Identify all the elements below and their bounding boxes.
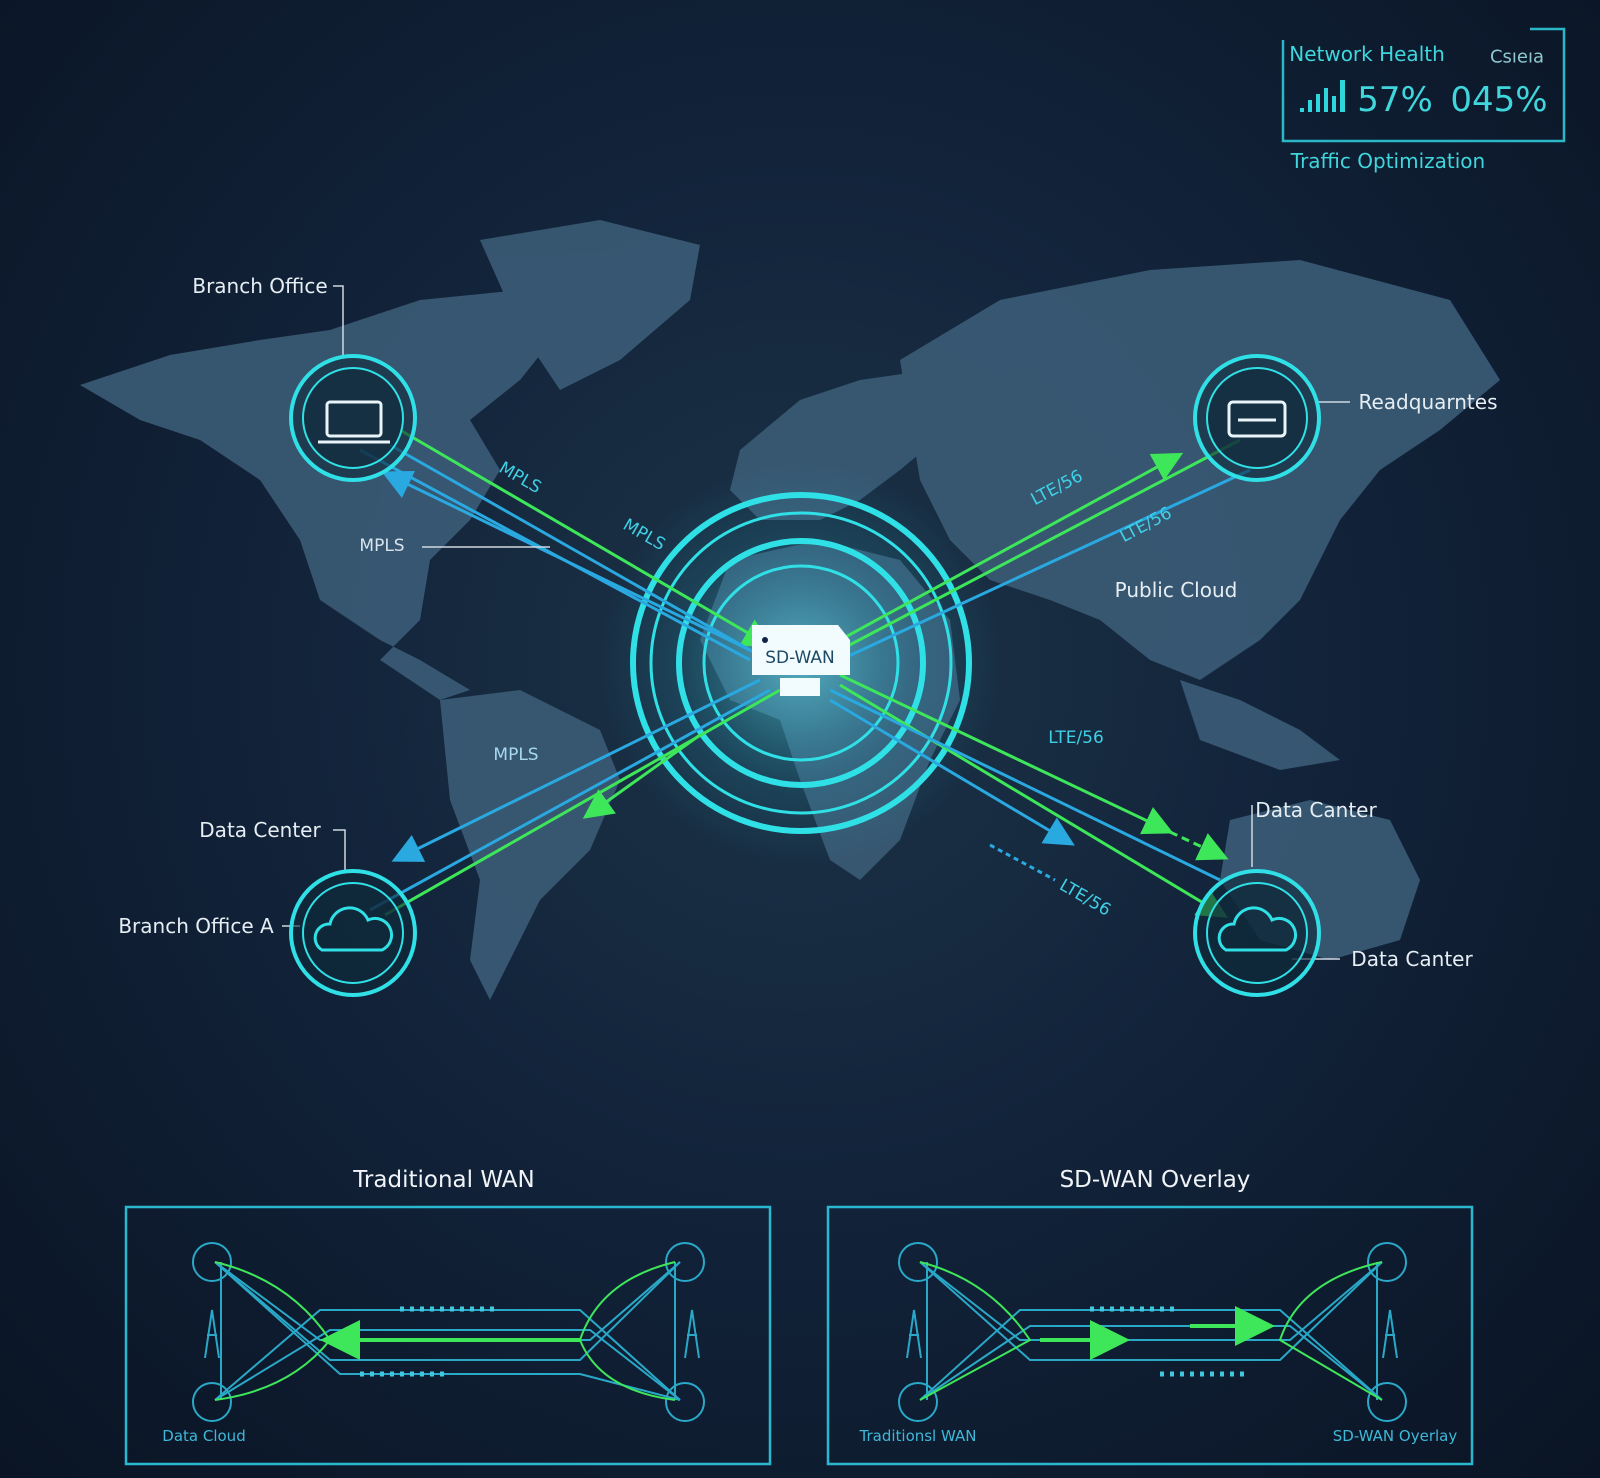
branch-office-a-label: Branch Office A xyxy=(118,914,274,938)
wan-links xyxy=(359,428,1251,918)
sd-wan-overlay-caption: SD-WAN Oyerlay xyxy=(1332,1427,1458,1445)
network-health-panel-frame xyxy=(1281,27,1566,143)
branch-office-node xyxy=(289,354,417,482)
traditional-wan-mini-diagram xyxy=(192,1242,705,1422)
south-america xyxy=(440,690,620,1000)
sd-wan-device-icon xyxy=(752,625,850,696)
sd-wan-overlay-mini-diagram xyxy=(898,1242,1407,1422)
data-center-node xyxy=(1193,869,1321,997)
network-health-label: Network Health xyxy=(1289,42,1445,66)
data-center-bottom-label: Data Canter xyxy=(1351,947,1473,971)
hub-label: SD-WAN xyxy=(765,648,835,668)
mpls-link-label: MPLS xyxy=(359,536,405,556)
sd-wan-overlay-title: SD-WAN Overlay xyxy=(1059,1167,1251,1193)
network-health-value: 57% xyxy=(1357,80,1433,120)
data-center-top-label: Data Canter xyxy=(1255,798,1377,822)
north-america xyxy=(80,290,560,700)
headquarters-label: Readquarntes xyxy=(1358,390,1498,414)
laptop-icon xyxy=(318,400,390,444)
traffic-optimization-label: Traffic Optimization xyxy=(1290,149,1486,173)
traditional-wan-title: Traditional WAN xyxy=(353,1167,535,1193)
signal-bars-icon xyxy=(1300,80,1345,112)
branch-office-label: Branch Office xyxy=(192,274,328,298)
cloud-icon xyxy=(313,906,394,952)
asia xyxy=(900,260,1500,680)
secondary-metric-value: 045% xyxy=(1450,80,1548,120)
traditional-wan-caption: Traditionsl WAN xyxy=(859,1427,977,1445)
greenland xyxy=(480,220,700,390)
sd-wan-overlay-box xyxy=(826,1205,1474,1466)
data-center-label: Data Center xyxy=(199,818,321,842)
cloud-icon xyxy=(1217,906,1298,952)
public-cloud-label: Public Cloud xyxy=(1114,578,1238,602)
mpls-link-label: MPLS xyxy=(493,745,539,765)
hub-rings xyxy=(630,492,972,834)
southeast-asia xyxy=(1180,680,1340,770)
headquarters-node xyxy=(1193,354,1321,482)
lte-link-label: LTE/56 xyxy=(1048,728,1104,748)
secondary-metric-label: Csıeıa xyxy=(1489,46,1545,68)
branch-office-a-node xyxy=(289,869,417,997)
traditional-wan-box xyxy=(124,1205,772,1466)
server-icon xyxy=(1227,400,1287,438)
data-cloud-caption: Data Cloud xyxy=(162,1427,246,1445)
